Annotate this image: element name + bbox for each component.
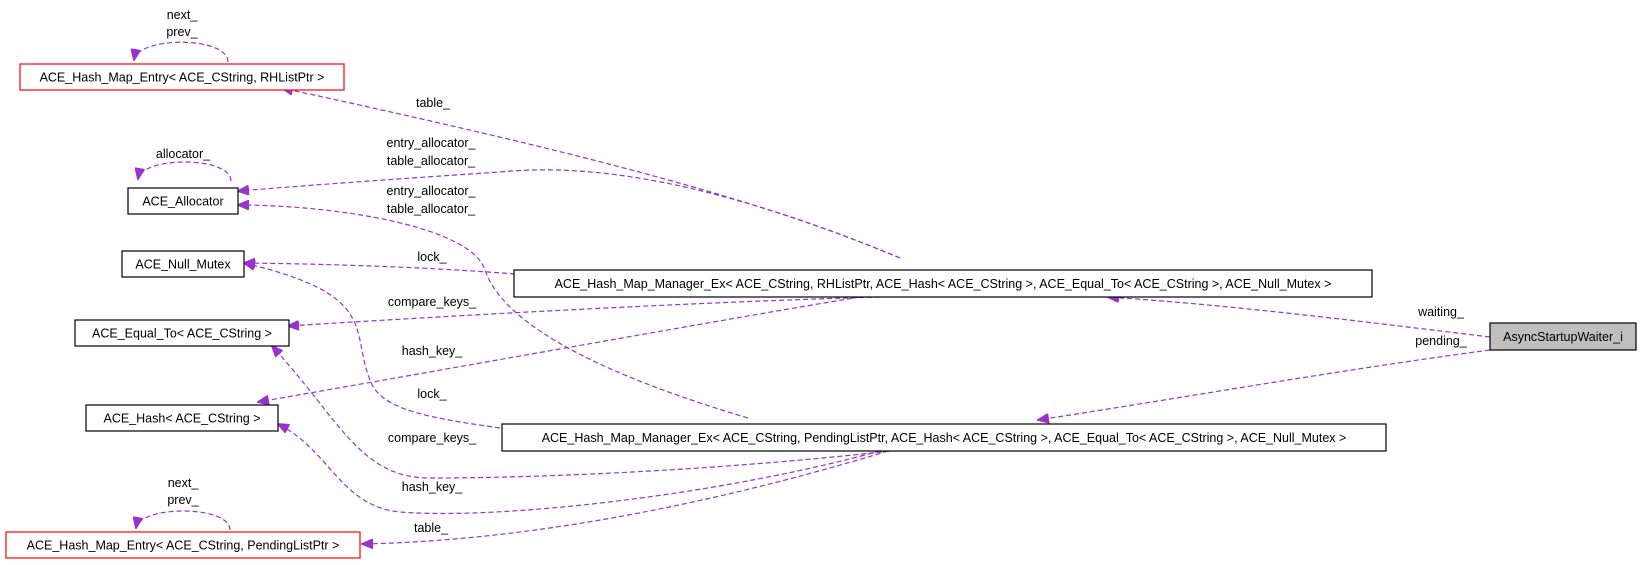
edge-label-alloc-pending-table: table_allocator_ <box>387 202 476 216</box>
edge-label-entry-rh-prev: prev_ <box>166 25 198 39</box>
node-manager-rh-label: ACE_Hash_Map_Manager_Ex< ACE_CString, RH… <box>555 277 1332 291</box>
node-hash[interactable]: ACE_Hash< ACE_CString > <box>85 404 279 432</box>
node-manager-rh-box <box>513 269 1373 298</box>
edge-label-hash-key-pending: hash_key_ <box>402 480 464 494</box>
edge-label-entry-rh-next: next_ <box>167 8 199 22</box>
edge-label-entry-pending-next: next_ <box>168 476 200 490</box>
edge-allocator-pending <box>238 205 749 419</box>
edge-label-compare-keys-pending: compare_keys_ <box>388 431 477 445</box>
node-allocator[interactable]: ACE_Allocator <box>127 187 239 215</box>
edge-lock-rh <box>244 263 516 275</box>
node-null-mutex-label: ACE_Null_Mutex <box>135 258 231 272</box>
edge-entry-rh-self-loop <box>134 41 229 63</box>
node-entry-pending-box <box>5 531 361 559</box>
node-null-mutex-box <box>121 250 245 278</box>
edge-label-waiting: waiting_ <box>1417 305 1465 319</box>
node-manager-pending-label: ACE_Hash_Map_Manager_Ex< ACE_CString, Pe… <box>542 431 1347 445</box>
edge-label-allocator-self: allocator_ <box>156 147 211 161</box>
node-hash-box <box>85 404 279 432</box>
edge-label-entry-pending-prev: prev_ <box>167 493 199 507</box>
node-entry-rh[interactable]: ACE_Hash_Map_Entry< ACE_CString, RHListP… <box>19 63 345 91</box>
edge-hash-key-rh <box>258 296 861 402</box>
node-equal-to-label: ACE_Equal_To< ACE_CString > <box>92 327 272 341</box>
node-waiter-box <box>1489 322 1637 351</box>
edge-label-pending: pending_ <box>1415 334 1467 348</box>
edge-label-hash-key-rh: hash_key_ <box>402 344 464 358</box>
edge-table-pending <box>362 450 889 544</box>
node-entry-rh-label: ACE_Hash_Map_Entry< ACE_CString, RHListP… <box>40 71 325 85</box>
edge-label-compare-keys-rh: compare_keys_ <box>388 295 477 309</box>
edge-label-table-pending: table_ <box>414 521 449 535</box>
edge-entry-pending-self-loop <box>136 510 231 531</box>
node-manager-rh[interactable]: ACE_Hash_Map_Manager_Ex< ACE_CString, RH… <box>513 269 1373 298</box>
nodes: ACE_Hash_Map_Entry< ACE_CString, RHListP… <box>5 63 1637 559</box>
edges <box>134 41 1491 544</box>
edge-compare-keys-rh <box>288 296 881 326</box>
edge-label-lock-pending: lock_ <box>417 387 447 401</box>
node-waiter-label: AsyncStartupWaiter_i <box>1503 330 1623 344</box>
edge-lock-pending <box>244 263 501 429</box>
node-equal-to-box <box>74 319 290 347</box>
node-hash-label: ACE_Hash< ACE_CString > <box>103 412 260 426</box>
edge-labels: next_ prev_ allocator_ table_ entry_allo… <box>156 8 1468 535</box>
node-allocator-label: ACE_Allocator <box>142 195 223 209</box>
node-entry-pending[interactable]: ACE_Hash_Map_Entry< ACE_CString, Pending… <box>5 531 361 559</box>
node-entry-rh-box <box>19 63 345 91</box>
edge-label-alloc-pending-entry: entry_allocator_ <box>387 184 477 198</box>
edge-label-alloc-rh-table: table_allocator_ <box>387 154 476 168</box>
edge-allocator-rh <box>238 169 901 259</box>
edge-allocator-self-loop <box>138 161 232 182</box>
edge-label-table-rh: table_ <box>416 96 451 110</box>
edge-label-alloc-rh-entry: entry_allocator_ <box>387 136 477 150</box>
node-allocator-box <box>127 187 239 215</box>
edge-label-lock-rh: lock_ <box>417 250 447 264</box>
node-equal-to[interactable]: ACE_Equal_To< ACE_CString > <box>74 319 290 347</box>
node-waiter[interactable]: AsyncStartupWaiter_i <box>1489 322 1637 351</box>
node-entry-pending-label: ACE_Hash_Map_Entry< ACE_CString, Pending… <box>27 539 340 553</box>
edge-pending <box>1038 349 1491 420</box>
edge-compare-keys-pending <box>272 346 891 479</box>
node-manager-pending-box <box>501 423 1387 452</box>
node-null-mutex[interactable]: ACE_Null_Mutex <box>121 250 245 278</box>
node-manager-pending[interactable]: ACE_Hash_Map_Manager_Ex< ACE_CString, Pe… <box>501 423 1387 452</box>
edge-table-rh <box>282 88 901 259</box>
